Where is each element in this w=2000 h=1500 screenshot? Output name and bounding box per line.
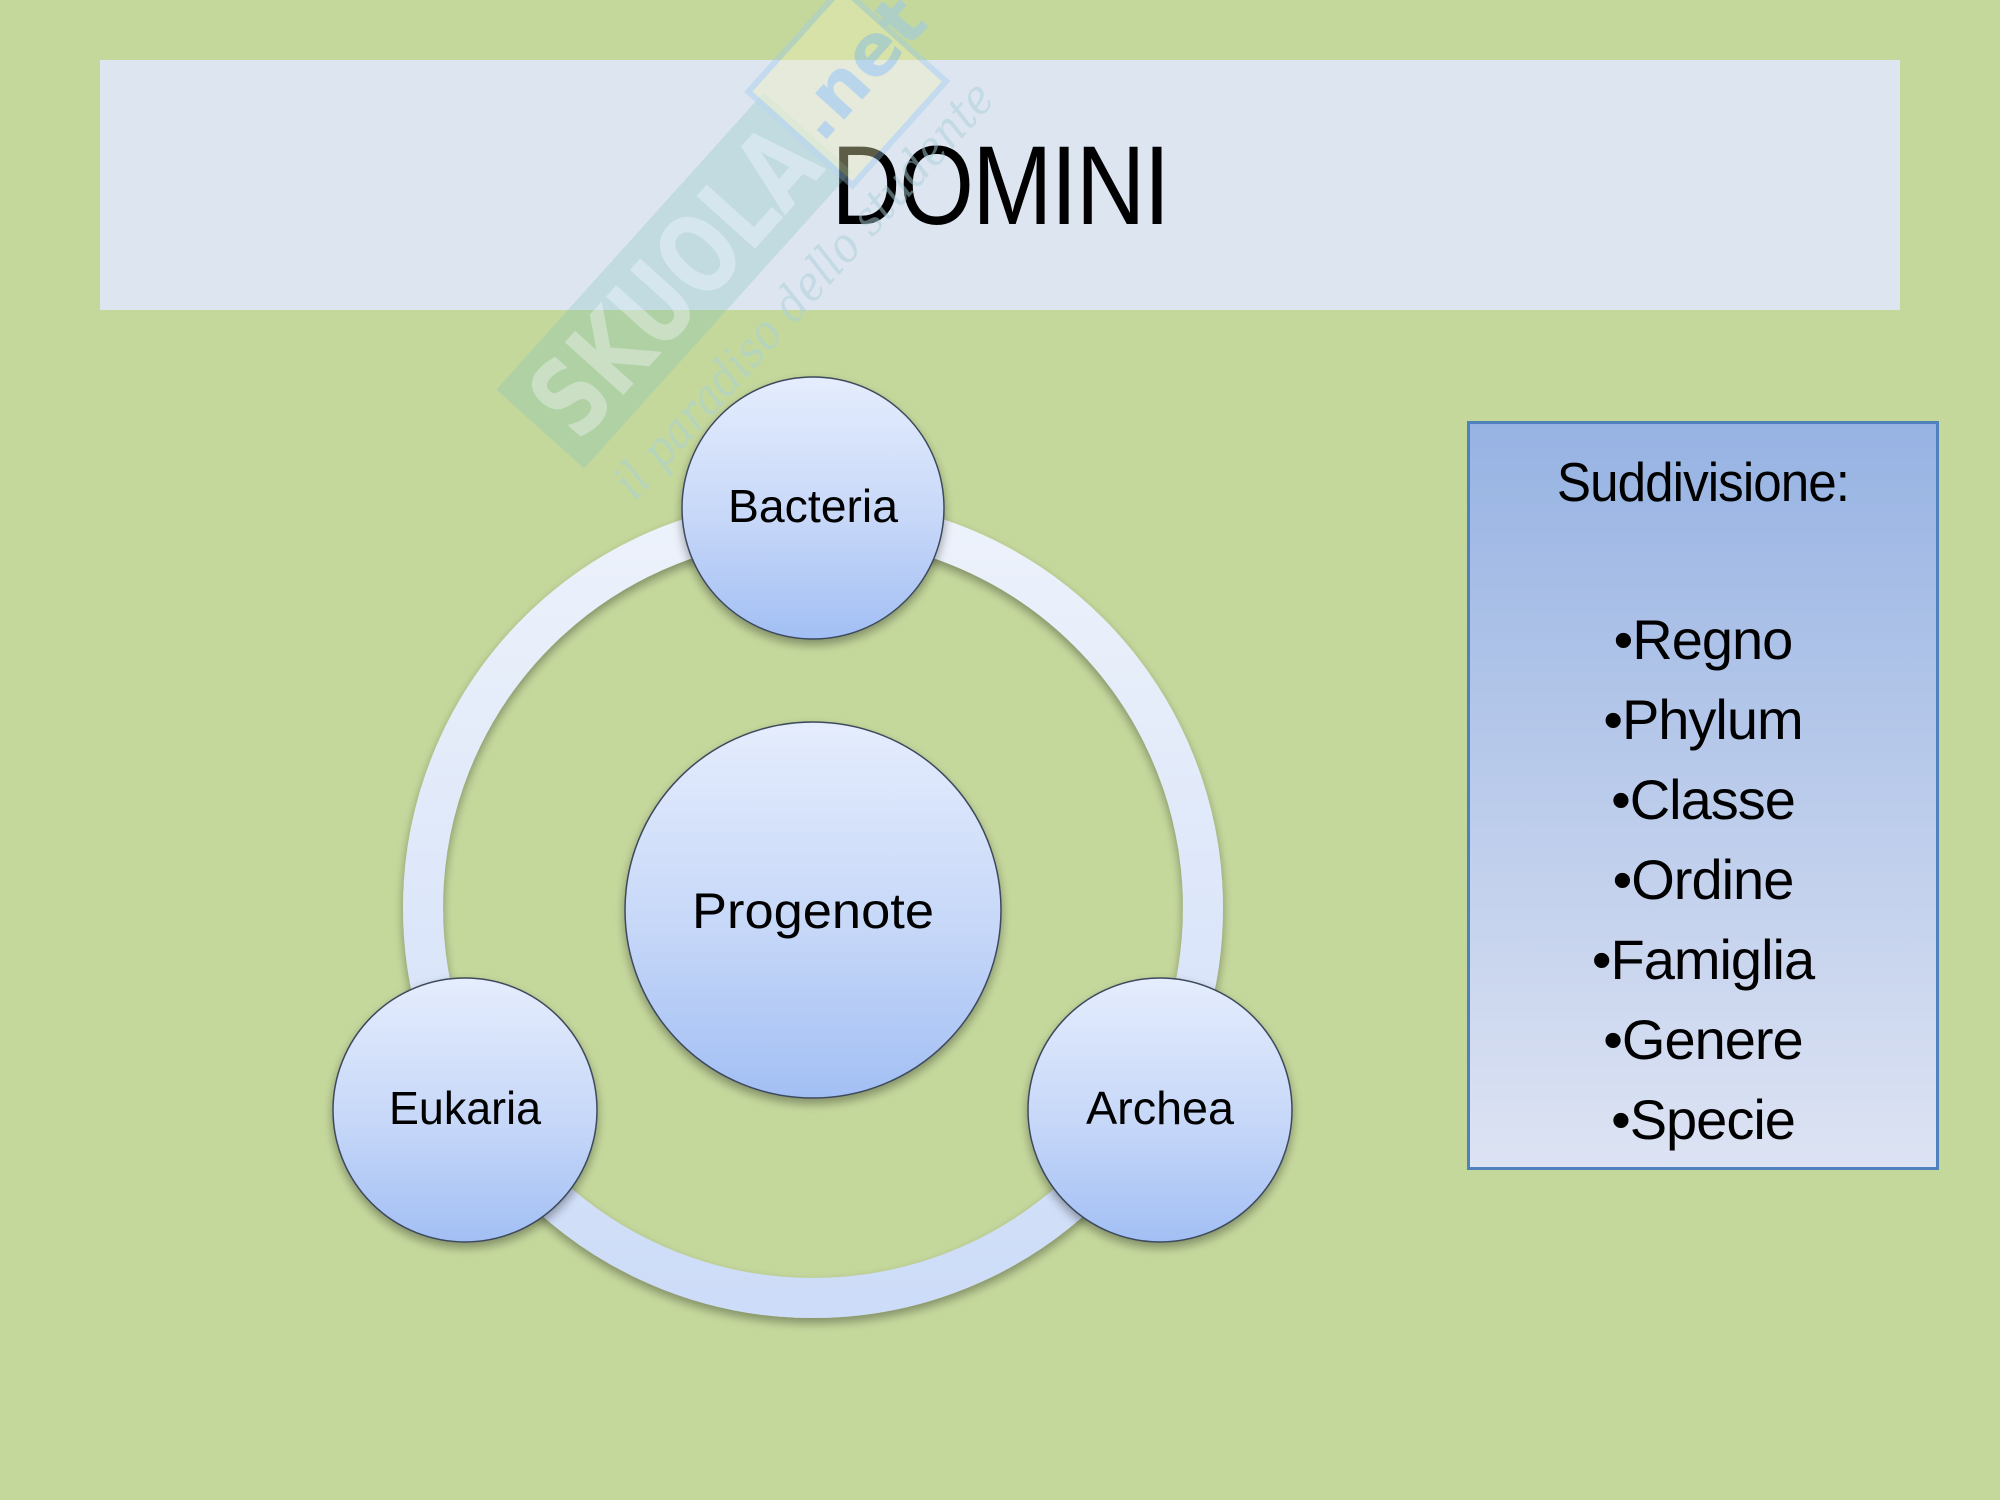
slide-title: DOMINI bbox=[831, 123, 1170, 248]
node-progenote: Progenote bbox=[624, 721, 1002, 1099]
list-item: •Phylum bbox=[1470, 680, 1936, 760]
node-bacteria: Bacteria bbox=[681, 376, 945, 640]
list-item: •Regno bbox=[1470, 600, 1936, 680]
bullet-icon: • bbox=[1611, 1088, 1631, 1151]
rank-label: Phylum bbox=[1621, 688, 1804, 751]
node-circle bbox=[1027, 977, 1293, 1243]
subdivision-heading: Suddivisione: bbox=[1556, 451, 1850, 513]
taxonomy-rank-list: •Regno •Phylum •Classe •Ordine •Famiglia… bbox=[1470, 600, 1936, 1160]
node-circle bbox=[681, 376, 945, 640]
node-circle bbox=[332, 977, 598, 1243]
bullet-icon: • bbox=[1603, 688, 1623, 751]
bullet-icon: • bbox=[1591, 928, 1612, 991]
bullet-icon: • bbox=[1611, 768, 1631, 831]
node-label: Eukaria bbox=[389, 1082, 541, 1134]
list-item: •Specie bbox=[1470, 1080, 1936, 1160]
title-bar bbox=[100, 60, 1900, 310]
node-archea: Archea bbox=[1027, 977, 1293, 1243]
node-label: Bacteria bbox=[728, 480, 898, 532]
rank-label: Classe bbox=[1629, 768, 1796, 831]
node-label: Archea bbox=[1086, 1082, 1234, 1134]
list-item: •Famiglia bbox=[1470, 920, 1936, 1000]
bullet-icon: • bbox=[1603, 1008, 1623, 1071]
list-item: •Ordine bbox=[1470, 840, 1936, 920]
list-item: •Classe bbox=[1470, 760, 1936, 840]
rank-label: Regno bbox=[1632, 608, 1793, 671]
list-item: •Genere bbox=[1470, 1000, 1936, 1080]
bullet-icon: • bbox=[1613, 608, 1634, 671]
node-label: Progenote bbox=[692, 883, 934, 939]
bullet-icon: • bbox=[1612, 848, 1633, 911]
node-eukaria: Eukaria bbox=[332, 977, 598, 1243]
rank-label: Famiglia bbox=[1610, 928, 1815, 991]
subdivision-box: Suddivisione: •Regno •Phylum •Classe •Or… bbox=[1467, 421, 1939, 1170]
rank-label: Specie bbox=[1629, 1088, 1796, 1151]
rank-label: Genere bbox=[1621, 1008, 1804, 1071]
rank-label: Ordine bbox=[1631, 848, 1794, 911]
node-circle bbox=[624, 721, 1002, 1099]
